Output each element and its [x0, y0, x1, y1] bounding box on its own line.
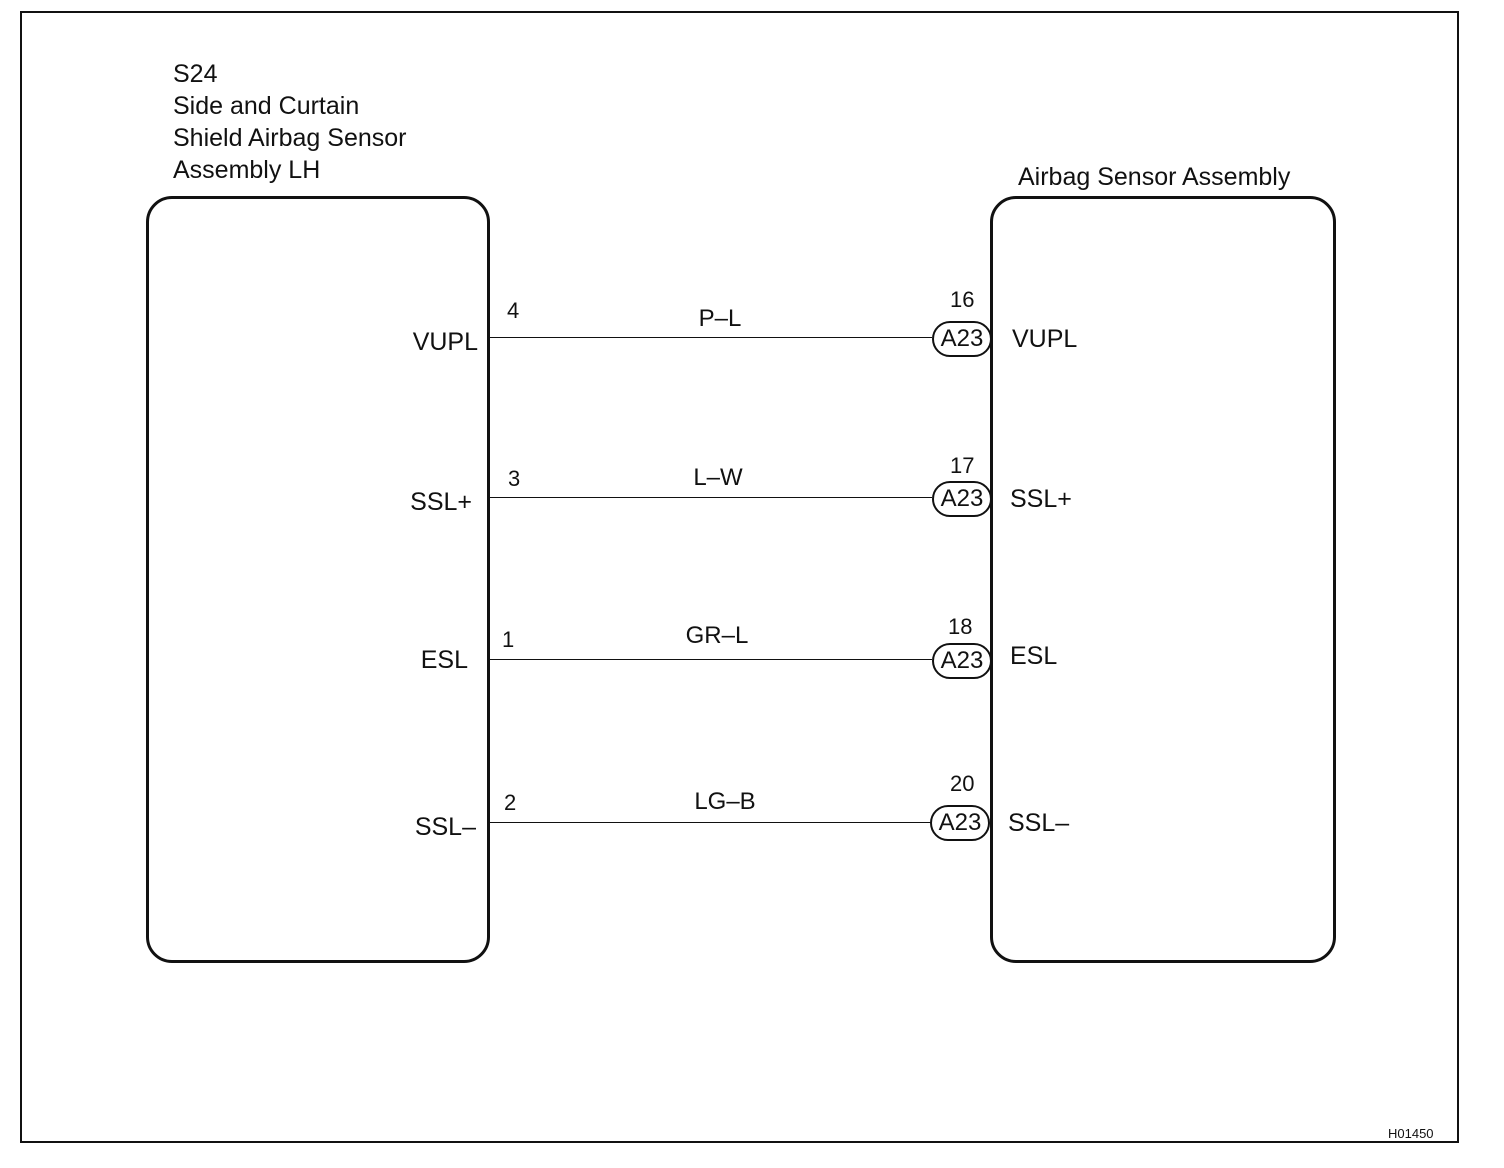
- left-component-name-line-2: Shield Airbag Sensor: [173, 124, 407, 152]
- right-pin-name: ESL: [1010, 642, 1058, 670]
- left-pin-name: VUPL: [412, 328, 478, 356]
- left-pin-name: ESL: [420, 646, 468, 674]
- wire-color-label: GR–L: [685, 622, 749, 649]
- left-pin-number: 2: [504, 790, 517, 815]
- wire-line: [490, 497, 932, 498]
- left-component-code: S24: [173, 60, 218, 88]
- right-pin-name: VUPL: [1012, 325, 1078, 353]
- connector-tag: A23: [932, 643, 992, 679]
- left-component-name-line-1: Side and Curtain: [173, 92, 360, 120]
- left-component-name-line-3: Assembly LH: [173, 156, 321, 184]
- wire-line: [490, 337, 932, 338]
- wire-color-label: P–L: [698, 305, 742, 332]
- connector-tag: A23: [932, 481, 992, 517]
- left-component-box: [146, 196, 490, 963]
- left-pin-number: 1: [502, 627, 515, 652]
- right-pin-name: SSL–: [1008, 809, 1070, 837]
- right-component-box: [990, 196, 1336, 963]
- right-component-title: Airbag Sensor Assembly: [1018, 163, 1291, 191]
- wire-line: [490, 659, 932, 660]
- left-pin-name: SSL–: [414, 813, 476, 841]
- left-pin-number: 4: [507, 298, 520, 323]
- left-pin-number: 3: [508, 466, 521, 491]
- connector-tag: A23: [932, 321, 992, 357]
- diagram-frame: [20, 11, 1459, 1143]
- left-pin-name: SSL+: [410, 488, 472, 516]
- right-pin-number: 17: [950, 453, 975, 478]
- right-pin-name: SSL+: [1010, 485, 1072, 513]
- wire-color-label: L–W: [693, 464, 743, 491]
- connector-tag: A23: [930, 805, 990, 841]
- diagram-id: H01450: [1388, 1126, 1434, 1141]
- right-pin-number: 18: [948, 614, 973, 639]
- left-component-title: S24 Side and Curtain Shield Airbag Senso…: [173, 58, 406, 186]
- right-pin-number: 16: [950, 287, 975, 312]
- right-pin-number: 20: [950, 771, 975, 796]
- wire-line: [490, 822, 932, 823]
- wire-color-label: LG–B: [694, 788, 756, 815]
